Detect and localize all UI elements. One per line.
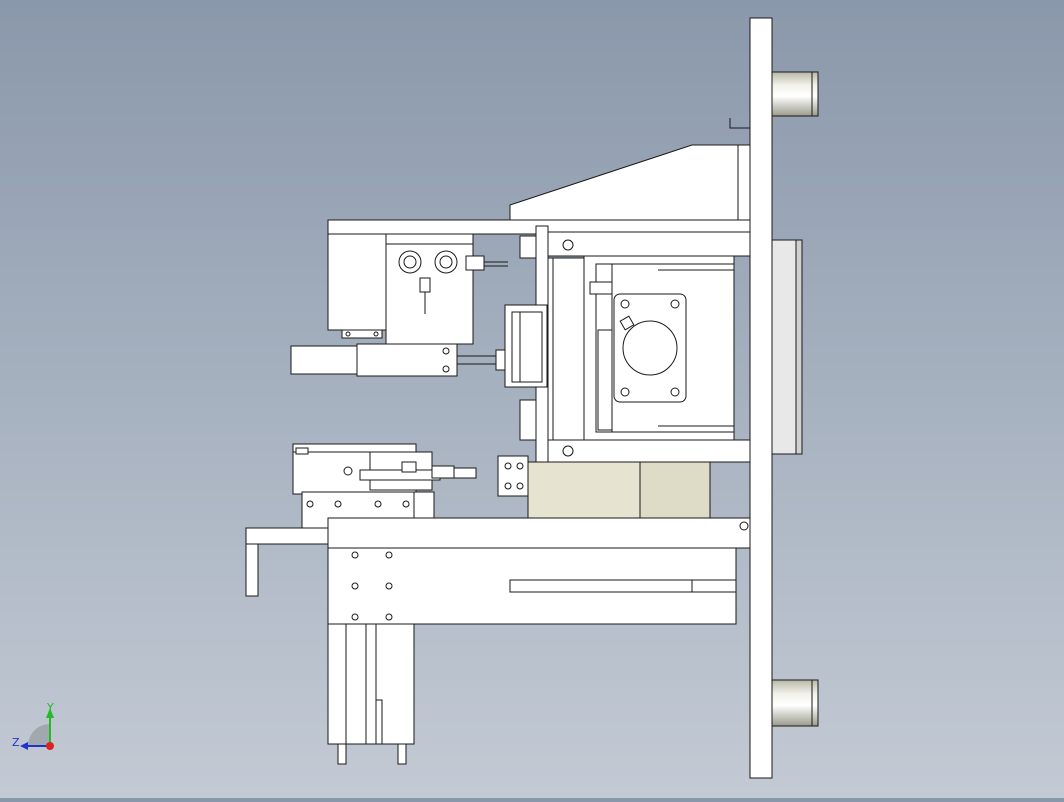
triad-base-icon (28, 724, 50, 746)
bottom-beam[interactable] (245, 517, 751, 597)
fitting-right-icon (434, 250, 458, 274)
slide-assembly[interactable] (292, 443, 529, 497)
gripper-column[interactable] (504, 225, 585, 469)
y-axis-label: Y (46, 701, 54, 714)
horizontal-cylinder[interactable] (290, 343, 509, 377)
right-gray-panel[interactable] (771, 239, 803, 455)
top-cylinder-boss[interactable] (771, 71, 819, 117)
z-arrowhead-icon (20, 742, 28, 750)
vertical-actuator[interactable] (327, 623, 415, 765)
top-cover[interactable] (509, 118, 751, 221)
base-block[interactable] (327, 547, 737, 625)
fitting-left-icon (398, 250, 422, 274)
motor-flange[interactable] (613, 293, 687, 403)
motor-shaft-icon (622, 320, 678, 376)
mounting-plate[interactable] (749, 17, 773, 779)
y-arrowhead-icon (46, 708, 54, 718)
axis-triad: Y Z (12, 701, 54, 750)
upper-left-module[interactable] (327, 233, 508, 345)
x-axis-dot-icon (46, 742, 54, 750)
z-axis-label: Z (12, 736, 20, 749)
bottom-cylinder-boss[interactable] (771, 679, 819, 727)
